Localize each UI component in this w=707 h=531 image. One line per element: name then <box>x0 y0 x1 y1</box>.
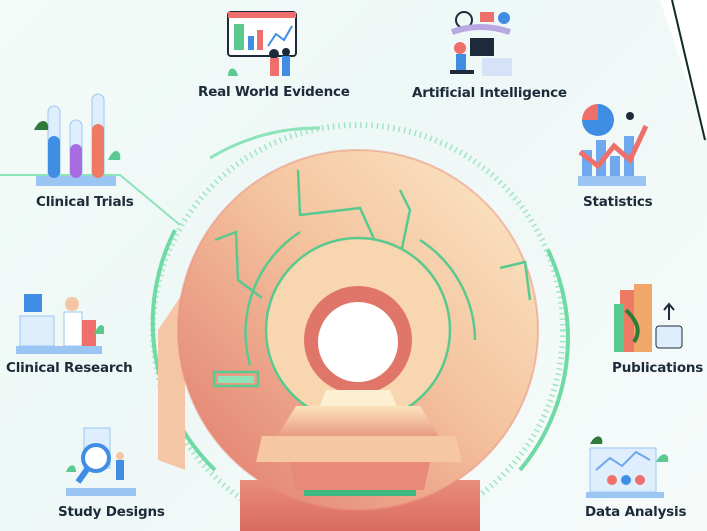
label-real-world-evidence: Real World Evidence <box>198 84 350 100</box>
outer-arc-top <box>209 126 321 160</box>
books-icon <box>614 284 683 352</box>
bore-hole <box>318 302 398 382</box>
scanner-bed <box>276 406 440 438</box>
corner-line <box>671 0 706 141</box>
label-clinical-research: Clinical Research <box>6 360 133 376</box>
scanner-bed-front <box>256 436 462 462</box>
data-analysis-icon <box>586 436 669 498</box>
label-study-designs: Study Designs <box>58 504 165 520</box>
scanner-ring-shade <box>177 149 539 511</box>
bed-green-strip <box>304 490 416 496</box>
corner-fold <box>660 0 707 140</box>
label-clinical-trials: Clinical Trials <box>36 194 134 210</box>
label-publications: Publications <box>612 360 704 376</box>
dashboard-presentation-icon <box>227 11 297 76</box>
ai-robot-icon <box>450 11 512 76</box>
test-tubes-icon <box>34 93 121 186</box>
statistics-chart-icon <box>578 104 649 186</box>
magnifier-clipboard-icon <box>66 427 136 496</box>
lab-researcher-icon <box>16 294 104 354</box>
scanner-bed-foot <box>290 462 430 490</box>
label-data-analysis: Data Analysis <box>585 504 687 520</box>
outer-arc-left <box>150 229 217 472</box>
scanner-bed-top <box>318 390 398 410</box>
outer-arc-right <box>518 249 570 472</box>
label-artificial-intelligence: Artificial Intelligence <box>412 85 567 101</box>
label-statistics: Statistics <box>583 194 653 210</box>
panel-light <box>218 376 254 383</box>
connector-line <box>0 174 181 226</box>
